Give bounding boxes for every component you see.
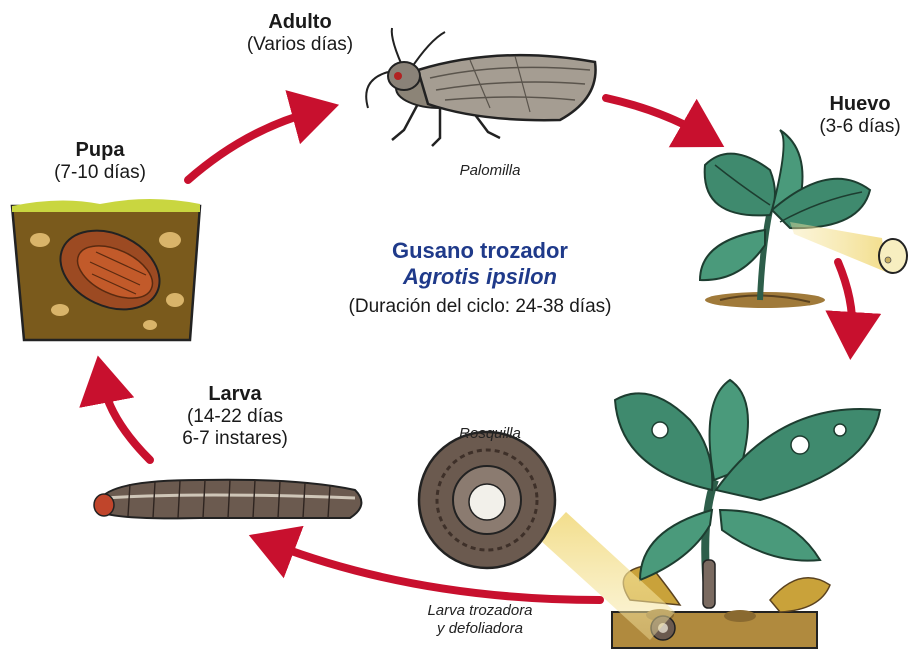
- pupa-stage-label: Pupa (7-10 días): [30, 138, 170, 184]
- pupa-duration: (7-10 días): [30, 162, 170, 184]
- arrow-pupa-to-adult: [188, 112, 312, 180]
- damage-caption-line1: Larva trozadora: [395, 602, 565, 620]
- egg-duration: (3-6 días): [805, 116, 915, 138]
- moth-caption: Palomilla: [430, 162, 550, 180]
- larva-stage-label: Larva (14-22 días 6-7 instares): [155, 382, 315, 450]
- adult-title: Adulto: [225, 10, 375, 34]
- adult-stage-label: Adulto (Varios días): [225, 10, 375, 56]
- arrow-damage-to-larva: [275, 545, 600, 600]
- larva-illustration: [94, 480, 361, 519]
- egg-title: Huevo: [805, 92, 915, 116]
- egg-plant-illustration: [700, 130, 907, 308]
- center-title-block: Gusano trozador Agrotis ipsilon (Duració…: [300, 238, 660, 318]
- moth-illustration: [366, 28, 595, 146]
- pupa-title: Pupa: [30, 138, 170, 162]
- damage-caption-line2: y defoliadora: [395, 620, 565, 638]
- larva-title: Larva: [155, 382, 315, 406]
- larva-duration-days: (14-22 días: [155, 406, 315, 428]
- adult-duration: (Varios días): [225, 34, 375, 56]
- damage-caption: Larva trozadora y defoliadora: [395, 602, 565, 638]
- arrow-egg-to-plant: [838, 262, 852, 332]
- pupa-illustration: [12, 199, 200, 340]
- rosquilla-caption: Rosquilla: [430, 425, 550, 443]
- arrow-adult-to-egg: [606, 98, 700, 133]
- egg-stage-label: Huevo (3-6 días): [805, 92, 915, 138]
- scientific-name: Agrotis ipsilon: [300, 264, 660, 290]
- cycle-duration: (Duración del ciclo: 24-38 días): [300, 296, 660, 318]
- diagram-title: Gusano trozador: [300, 238, 660, 264]
- arrow-larva-to-pupa: [103, 383, 150, 460]
- larva-duration-instars: 6-7 instares): [155, 428, 315, 450]
